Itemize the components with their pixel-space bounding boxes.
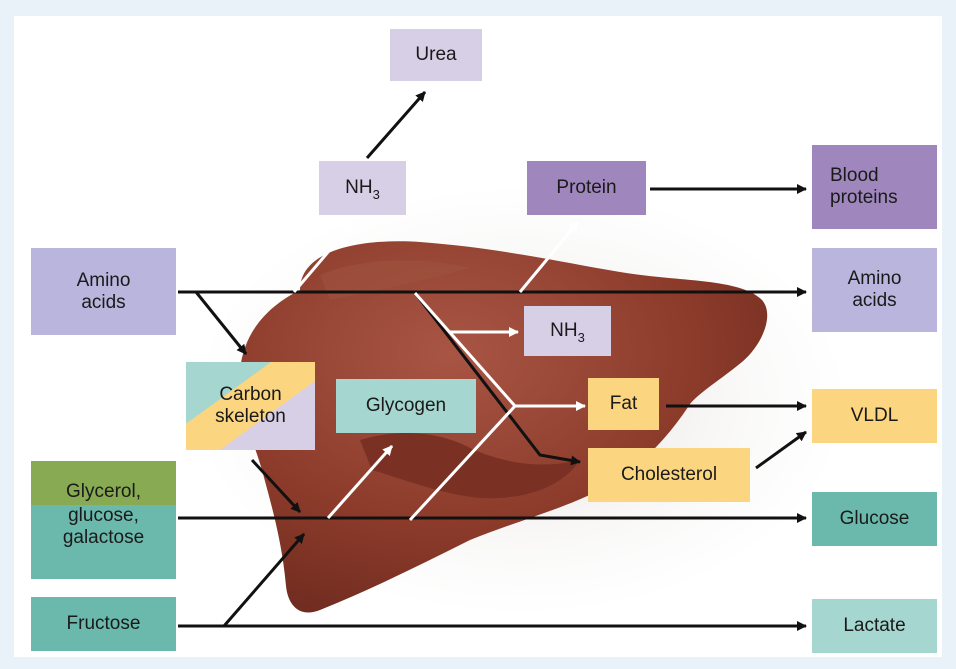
amino-acids-left-box: Amino acids: [31, 248, 176, 335]
amino-acids-right-line2: acids: [852, 290, 896, 312]
glycogen-label: Glycogen: [366, 395, 446, 417]
glycogen-box: Glycogen: [336, 379, 476, 433]
vldl-label: VLDL: [851, 405, 899, 427]
lactate-box: Lactate: [812, 599, 937, 653]
fat-box: Fat: [588, 378, 659, 430]
carbon-skeleton-box: Carbon skeleton: [186, 362, 315, 450]
blood-proteins-line1: Blood: [830, 165, 879, 187]
blood-proteins-line2: proteins: [830, 187, 898, 209]
glycerol-segment: Glycerol,: [31, 461, 176, 505]
amino-acids-left-line2: acids: [81, 292, 125, 314]
carbon-skeleton-line1: Carbon: [219, 384, 281, 406]
glycerol-line2: glucose,: [68, 505, 139, 527]
nh3-mid-label: NH3: [550, 320, 585, 343]
nh3-mid-box: NH3: [524, 306, 611, 356]
carbon-skeleton-line2: skeleton: [215, 406, 286, 428]
arrow-nh3-to-urea: [367, 92, 425, 158]
glucose-box: Glucose: [812, 492, 937, 546]
protein-box: Protein: [527, 161, 646, 215]
fructose-box: Fructose: [31, 597, 176, 651]
urea-box: Urea: [390, 29, 482, 81]
glycerol-line1: Glycerol,: [66, 481, 141, 505]
fructose-label: Fructose: [67, 613, 141, 635]
glycerol-line3: galactose: [63, 527, 144, 549]
amino-acids-right-line1: Amino: [848, 268, 902, 290]
urea-label: Urea: [415, 44, 456, 66]
glycerol-glucose-galactose-box: Glycerol, glucose, galactose: [31, 461, 176, 579]
amino-acids-left-line1: Amino: [77, 270, 131, 292]
vldl-box: VLDL: [812, 389, 937, 443]
protein-label: Protein: [556, 177, 616, 199]
nh3-top-label: NH3: [345, 177, 380, 200]
blood-proteins-box: Blood proteins: [812, 145, 937, 229]
cholesterol-box: Cholesterol: [588, 448, 750, 502]
glucose-label: Glucose: [840, 508, 910, 530]
nh3-top-box: NH3: [319, 161, 406, 215]
lactate-label: Lactate: [843, 615, 905, 637]
cholesterol-label: Cholesterol: [621, 464, 717, 486]
amino-acids-right-box: Amino acids: [812, 248, 937, 332]
fat-label: Fat: [610, 393, 637, 415]
glucose-galactose-segment: glucose, galactose: [31, 505, 176, 579]
